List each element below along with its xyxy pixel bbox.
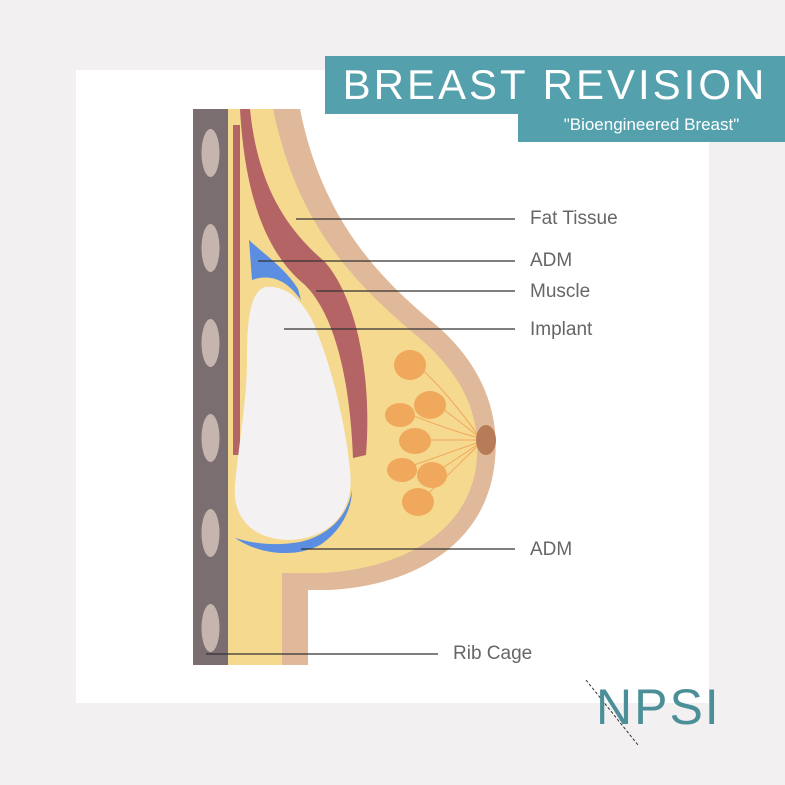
mammary-gland xyxy=(385,350,481,516)
title-banner: BREAST REVISION xyxy=(325,56,785,114)
rib xyxy=(201,509,220,557)
logo-slash xyxy=(585,679,639,746)
rib xyxy=(201,129,220,177)
label-fat-tissue: Fat Tissue xyxy=(530,208,618,229)
muscle-layer xyxy=(240,109,368,458)
label-implant: Implant xyxy=(530,319,593,340)
nipple xyxy=(476,425,496,455)
rib xyxy=(201,224,220,272)
label-adm-bottom: ADM xyxy=(530,539,573,560)
page-title: BREAST REVISION xyxy=(342,61,768,108)
implant-shape xyxy=(234,286,351,540)
npsi-logo: NPSI xyxy=(596,679,721,735)
rib-wall xyxy=(193,109,228,665)
rib xyxy=(201,414,220,462)
adm-bottom-shape xyxy=(235,490,352,554)
muscle-strip xyxy=(233,125,240,455)
rib xyxy=(201,604,220,652)
page-subtitle: "Bioengineered Breast" xyxy=(563,115,740,134)
rib xyxy=(201,319,220,367)
label-adm-top: ADM xyxy=(530,250,573,271)
label-muscle: Muscle xyxy=(530,281,591,302)
subtitle-banner: "Bioengineered Breast" xyxy=(518,108,785,142)
adm-top-shape xyxy=(249,240,301,300)
label-rib-cage: Rib Cage xyxy=(453,643,533,664)
